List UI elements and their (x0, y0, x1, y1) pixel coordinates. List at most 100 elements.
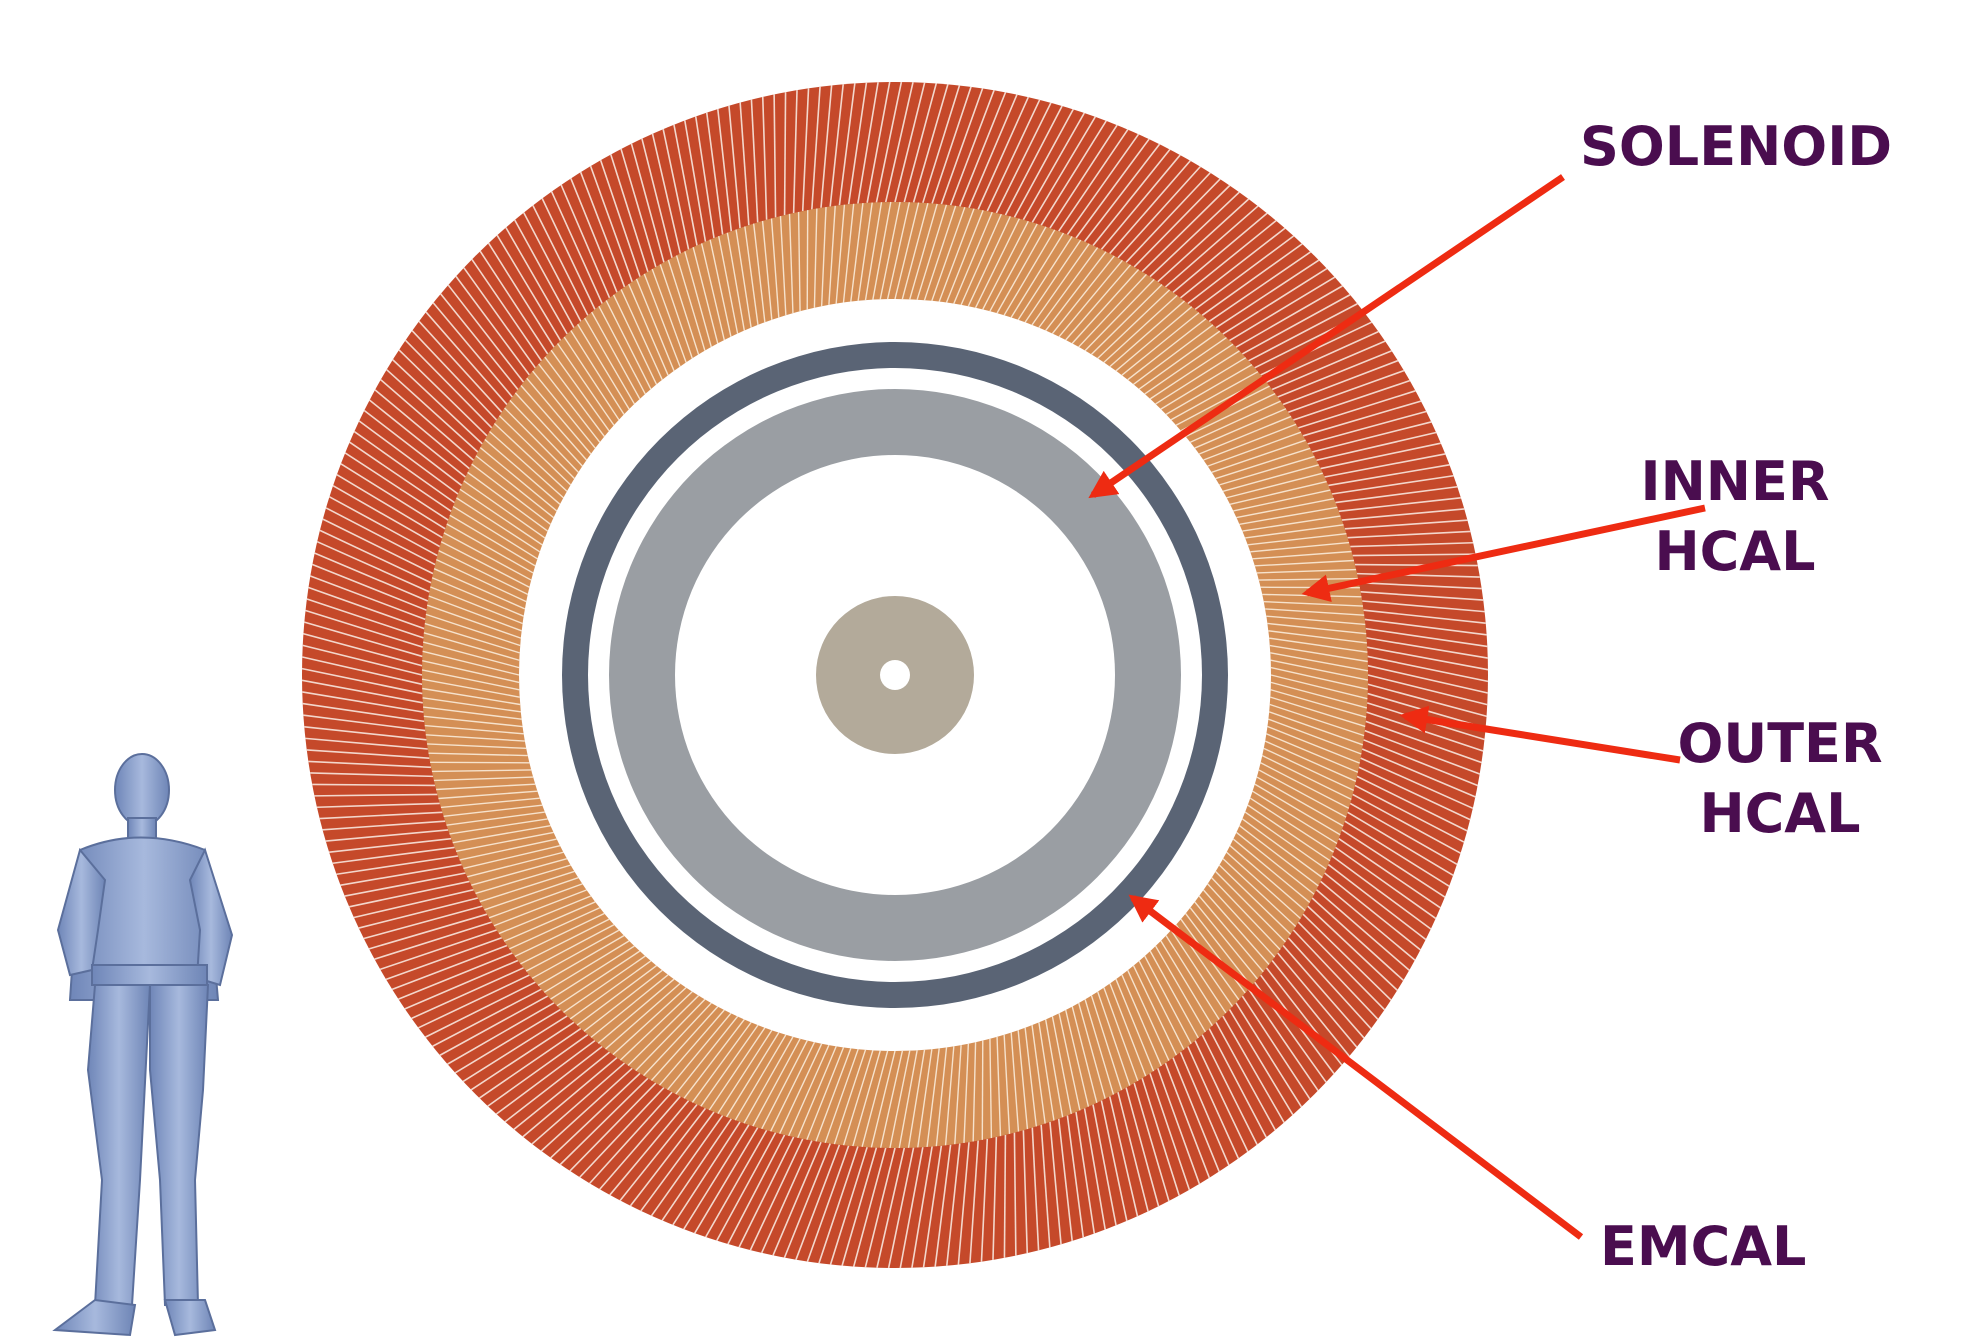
segment-line (368, 913, 488, 950)
segment-line (683, 1124, 750, 1230)
segment-line (659, 264, 693, 359)
segment-line (1058, 1013, 1081, 1111)
beam-pipe-hole (880, 660, 910, 690)
segment-line (1066, 133, 1140, 235)
segment-line (752, 223, 766, 323)
segment-line (1092, 1104, 1117, 1226)
segment-line (934, 1144, 952, 1267)
segment-line (783, 1143, 831, 1258)
segment-line (815, 1048, 852, 1142)
segment-line (1038, 1022, 1055, 1121)
segment-line (459, 838, 557, 861)
segment-line (308, 586, 425, 630)
segment-line (1271, 959, 1350, 1057)
segment-line (788, 213, 794, 314)
segment-line (619, 991, 693, 1061)
segment-line (495, 1039, 596, 1115)
segment-line (1226, 472, 1323, 499)
segment-line (1125, 1087, 1160, 1207)
segment-line (537, 934, 625, 986)
segment-line (700, 243, 725, 341)
segment-line (570, 178, 618, 293)
segment-line (1058, 129, 1129, 232)
segment-line (1316, 431, 1437, 462)
segment-line (449, 818, 548, 835)
segment-line (1078, 1002, 1106, 1099)
segment-line (454, 1008, 561, 1074)
segment-line (308, 760, 432, 769)
segment-line (1367, 655, 1489, 683)
segment-line (463, 845, 561, 870)
segment-line (312, 783, 436, 787)
segment-line (783, 92, 787, 216)
segment-line (1268, 630, 1367, 644)
segment-line (1071, 269, 1140, 344)
segment-line (1078, 273, 1147, 348)
segment-line (471, 858, 568, 886)
segment-line (1031, 1025, 1046, 1124)
segment-line (1024, 239, 1082, 323)
segment-line (744, 226, 759, 325)
segment-line (841, 1147, 878, 1266)
segment-line (907, 1049, 926, 1148)
segment-line (590, 974, 669, 1038)
segment-line (305, 737, 428, 750)
segment-line (974, 218, 1020, 309)
inner-hcal-arrow (1301, 504, 1706, 603)
segment-line (423, 715, 523, 728)
segment-line (1236, 498, 1335, 519)
segment-line (717, 109, 733, 232)
segment-line (1328, 464, 1450, 487)
segment-line (1065, 1009, 1090, 1107)
segment-line (532, 370, 596, 449)
segment-line (1287, 937, 1372, 1030)
segment-line (340, 463, 446, 530)
segment-line (358, 420, 459, 495)
segment-line (1207, 883, 1276, 958)
solenoid-label: SOLENOID (1580, 115, 1892, 178)
segment-line (447, 284, 525, 383)
segment-line (960, 213, 1002, 306)
segment-line (1133, 1082, 1170, 1202)
segment-line (940, 88, 984, 205)
inner-hcal-label-line2: HCAL (1654, 520, 1815, 583)
segment-line (1344, 820, 1450, 887)
segment-line (1247, 532, 1347, 546)
segment-line (584, 317, 636, 405)
segment-line (392, 359, 483, 445)
segment-line (1194, 901, 1258, 980)
segment-line (980, 1138, 989, 1262)
segment-line (421, 678, 520, 698)
segment-line (1362, 600, 1485, 613)
segment-line (531, 929, 620, 979)
segment-line (792, 90, 798, 214)
segment-line (857, 202, 873, 301)
segment-line (1265, 608, 1365, 616)
segment-line (304, 725, 427, 741)
segment-line (522, 1057, 618, 1138)
segment-line (1187, 1046, 1240, 1159)
segment-line (1010, 232, 1065, 318)
segment-line (620, 148, 657, 268)
segment-line (440, 797, 540, 809)
segment-line (463, 480, 546, 539)
segment-line (1065, 264, 1132, 341)
segment-line (446, 523, 534, 574)
segment-line (306, 598, 424, 639)
segment-line (336, 474, 443, 539)
segment-line (439, 995, 549, 1056)
segment-line (1133, 178, 1221, 268)
segment-line (319, 529, 432, 584)
segment-line (884, 82, 914, 203)
segment-line (544, 356, 605, 437)
segment-line (1127, 318, 1207, 381)
segment-line (570, 330, 625, 415)
segment-line (968, 94, 1018, 209)
segment-line (847, 82, 868, 205)
segment-line (828, 205, 836, 305)
segment-line (310, 575, 426, 621)
segment-line (801, 88, 810, 212)
segment-line (1360, 757, 1474, 810)
segment-line (1149, 191, 1240, 278)
segment-line (1335, 485, 1458, 504)
